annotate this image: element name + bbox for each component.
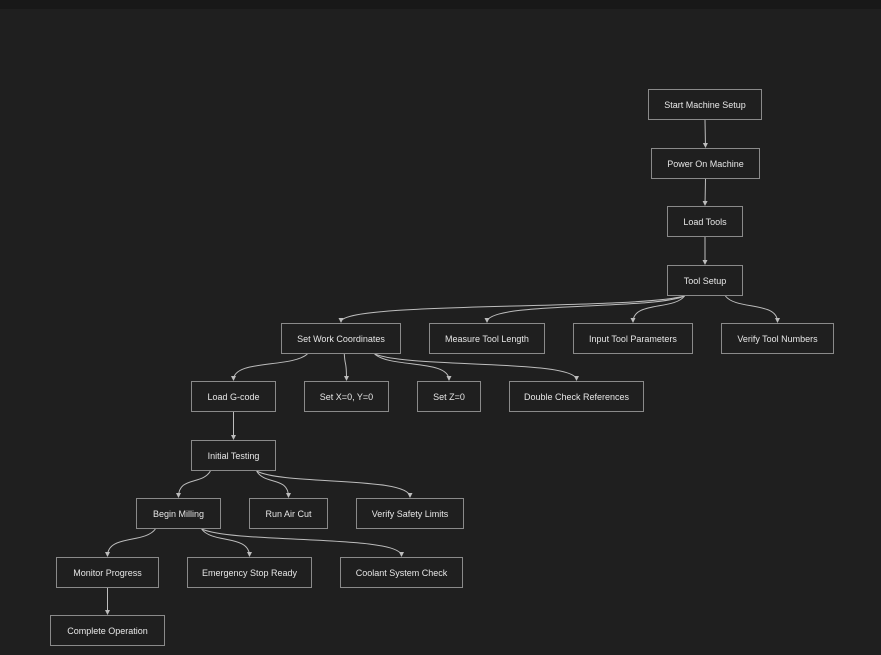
node-label: Run Air Cut — [265, 508, 312, 519]
node-label: Power On Machine — [667, 158, 744, 169]
node-label: Set Z=0 — [433, 391, 465, 402]
edge-setwork-to-double — [374, 353, 579, 381]
node-tool-setup[interactable]: Tool Setup — [667, 265, 743, 296]
node-label: Load G-code — [207, 391, 260, 402]
top-strip — [0, 0, 881, 9]
node-verify-safety-limits[interactable]: Verify Safety Limits — [356, 498, 464, 529]
node-label: Verify Tool Numbers — [737, 333, 818, 344]
edge-initial-to-safety — [256, 470, 413, 498]
edge-power-to-loadtools — [702, 178, 708, 206]
node-label: Begin Milling — [152, 508, 205, 519]
node-run-air-cut[interactable]: Run Air Cut — [249, 498, 328, 529]
node-label: Verify Safety Limits — [371, 508, 449, 519]
edge-begin-to-coolant — [201, 528, 404, 557]
edge-toolsetup-to-setwork — [338, 295, 685, 323]
node-label: Tool Setup — [683, 275, 727, 286]
node-double-check-references[interactable]: Double Check References — [509, 381, 644, 412]
node-input-tool-parameters[interactable]: Input Tool Parameters — [573, 323, 693, 354]
node-label: Set X=0, Y=0 — [319, 391, 374, 402]
node-power-on-machine[interactable]: Power On Machine — [651, 148, 760, 179]
node-start-machine-setup[interactable]: Start Machine Setup — [648, 89, 762, 120]
node-coolant-system-check[interactable]: Coolant System Check — [340, 557, 463, 588]
node-label: Double Check References — [523, 391, 630, 402]
node-emergency-stop-ready[interactable]: Emergency Stop Ready — [187, 557, 312, 588]
node-complete-operation[interactable]: Complete Operation — [50, 615, 165, 646]
node-begin-milling[interactable]: Begin Milling — [136, 498, 221, 529]
edge-begin-to-monitor — [105, 528, 156, 557]
node-measure-tool-length[interactable]: Measure Tool Length — [429, 323, 545, 354]
node-set-z-zero[interactable]: Set Z=0 — [417, 381, 481, 412]
node-label: Load Tools — [683, 216, 727, 227]
edge-begin-to-estop — [201, 528, 252, 557]
node-label: Start Machine Setup — [664, 99, 746, 110]
node-set-work-coordinates[interactable]: Set Work Coordinates — [281, 323, 401, 354]
node-label: Measure Tool Length — [445, 333, 529, 344]
edge-initial-to-aircut — [256, 470, 291, 498]
node-label: Set Work Coordinates — [297, 333, 385, 344]
edge-toolsetup-to-verifytool — [725, 295, 780, 323]
node-label: Emergency Stop Ready — [201, 567, 298, 578]
node-set-x-y-zero[interactable]: Set X=0, Y=0 — [304, 381, 389, 412]
node-label: Initial Testing — [207, 450, 260, 461]
node-verify-tool-numbers[interactable]: Verify Tool Numbers — [721, 323, 834, 354]
edge-toolsetup-to-measure — [484, 295, 685, 323]
node-initial-testing[interactable]: Initial Testing — [191, 440, 276, 471]
node-load-g-code[interactable]: Load G-code — [191, 381, 276, 412]
node-load-tools[interactable]: Load Tools — [667, 206, 743, 237]
edge-setwork-to-gcode — [231, 353, 308, 381]
node-label: Complete Operation — [67, 625, 148, 636]
edge-toolsetup-to-input — [630, 295, 685, 323]
edge-initial-to-begin — [176, 470, 211, 498]
node-label: Monitor Progress — [73, 567, 142, 578]
edge-setwork-to-setz — [374, 353, 452, 381]
edge-start-to-power — [702, 119, 708, 148]
node-label: Input Tool Parameters — [589, 333, 677, 344]
edge-setwork-to-setxy — [343, 353, 349, 381]
node-monitor-progress[interactable]: Monitor Progress — [56, 557, 159, 588]
node-label: Coolant System Check — [355, 567, 448, 578]
